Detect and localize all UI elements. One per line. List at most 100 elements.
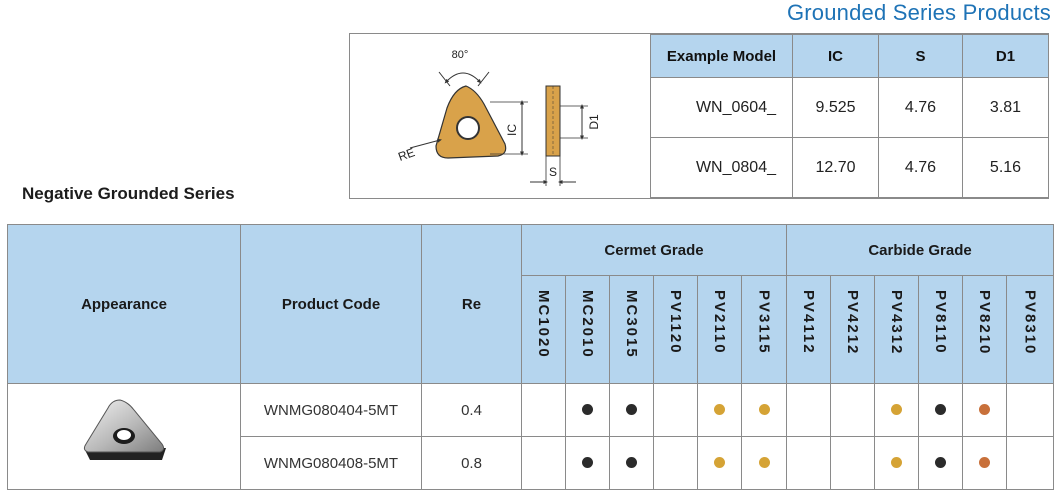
availability-dot-black: [935, 456, 946, 468]
availability-dot-gold: [758, 403, 770, 415]
example-header-row: Example Model IC S D1: [650, 34, 1049, 78]
grade-mark-cell: [918, 436, 963, 490]
header-s: S: [878, 34, 963, 78]
table-row: WN_0604_ 9.525 4.76 3.81: [650, 77, 1049, 138]
availability-dot-copper: [979, 403, 990, 415]
availability-dot-gold: [891, 403, 902, 415]
grade-label: PV8310: [1021, 290, 1039, 356]
table-row: WN_0804_ 12.70 4.76 5.16: [650, 137, 1049, 198]
grade-label: PV2110: [711, 290, 728, 355]
grade-header: MC2010: [565, 275, 610, 384]
grade-group-row: Appearance Product Code Re Cermet Grade …: [7, 224, 1055, 384]
header-ic: IC: [792, 34, 879, 78]
angle-label: 80°: [452, 49, 469, 61]
header-cermet-grade: Cermet Grade: [521, 224, 787, 276]
grade-mark-cell: [962, 436, 1007, 490]
ic-cell: 9.525: [792, 77, 879, 138]
grade-header: PV4112: [786, 275, 831, 384]
grade-mark-cell: [830, 383, 875, 437]
example-model-cell: WN_0604_: [650, 77, 793, 138]
header-d1: D1: [962, 34, 1049, 78]
grade-label: PV3115: [755, 290, 773, 355]
example-model-cell: WN_0804_: [650, 137, 793, 198]
grade-label: MC2010: [579, 290, 596, 359]
grade-mark-cell: [786, 383, 831, 437]
grade-mark-cell: [609, 383, 654, 437]
grade-header: PV8210: [962, 275, 1007, 384]
ic-label: IC: [505, 124, 519, 136]
grade-label: MC3015: [623, 290, 640, 359]
s-cell: 4.76: [878, 137, 963, 198]
grade-mark-cell: [1005, 436, 1055, 490]
grade-mark-cell: [1005, 383, 1055, 437]
re-cell: 0.4: [421, 383, 522, 437]
table-row: WNMG080404-5MT 0.4: [7, 383, 1055, 490]
availability-dot-black: [626, 456, 637, 468]
availability-dot-gold: [714, 403, 725, 415]
grade-label: PV4312: [888, 290, 905, 356]
grade-mark-cell: [609, 436, 654, 490]
header-re: Re: [421, 224, 522, 384]
grade-mark-cell: [962, 383, 1007, 437]
grade-mark-cell: [741, 383, 787, 437]
d1-cell: 3.81: [962, 77, 1049, 138]
grade-name-row: MC1020 MC2010 MC3015 PV1120 PV2110 PV311…: [8, 275, 1055, 384]
grade-mark-cell: [521, 436, 566, 490]
grade-label: PV8110: [932, 290, 949, 355]
grade-header: MC1020: [521, 275, 566, 384]
grade-mark-cell: [830, 436, 875, 490]
grade-label: MC1020: [535, 290, 552, 359]
re-cell: 0.8: [421, 436, 522, 490]
ic-cell: 12.70: [792, 137, 879, 198]
grade-mark-cell: [741, 436, 787, 490]
product-code-cell: WNMG080408-5MT: [240, 436, 422, 490]
availability-dot-gold: [758, 456, 770, 468]
header-appearance: Appearance: [7, 224, 241, 384]
availability-dot-gold: [891, 456, 902, 468]
availability-dot-black: [582, 403, 593, 415]
grade-mark-cell: [918, 383, 963, 437]
grade-label: PV4112: [800, 290, 817, 355]
grade-mark-cell: [565, 436, 610, 490]
grade-availability-table: Appearance Product Code Re Cermet Grade …: [7, 224, 1055, 490]
availability-dot-black: [626, 403, 637, 415]
angle-arc: [444, 72, 482, 84]
grade-header: PV4312: [874, 275, 919, 384]
example-model-table: Example Model IC S D1 WN_0604_ 9.525 4.7…: [650, 34, 1049, 198]
grade-mark-cell: [653, 436, 698, 490]
insert-hole: [456, 116, 480, 140]
grade-header: PV4212: [830, 275, 875, 384]
table-row: WNMG080408-5MT 0.8: [8, 436, 1055, 490]
grade-header: PV3115: [741, 275, 787, 384]
s-label: S: [549, 165, 557, 179]
section-heading: Negative Grounded Series: [22, 184, 235, 203]
header-example-model: Example Model: [650, 34, 793, 78]
grade-mark-cell: [653, 383, 698, 437]
example-model-panel: 80° RE IC D1 S Example Model IC: [349, 33, 1049, 199]
d1-cell: 5.16: [962, 137, 1049, 198]
grade-header: PV2110: [697, 275, 742, 384]
product-code-cell: WNMG080404-5MT: [240, 383, 422, 437]
appearance-cell: [7, 383, 241, 490]
grade-header: PV8110: [918, 275, 963, 384]
grade-label: PV8210: [976, 290, 993, 356]
grade-mark-cell: [874, 436, 919, 490]
grade-label: PV1120: [667, 290, 684, 355]
re-label: RE: [396, 145, 416, 164]
insert-dimension-diagram: 80° RE IC D1 S: [396, 49, 601, 186]
header-carbide-grade: Carbide Grade: [785, 224, 1055, 276]
grade-header: MC3015: [609, 275, 654, 384]
grade-header: PV1120: [653, 275, 698, 384]
grade-header: PV8310: [1005, 275, 1055, 384]
availability-dot-black: [935, 403, 946, 415]
grade-label: PV4212: [844, 290, 861, 356]
grade-mark-cell: [697, 383, 742, 437]
grade-mark-cell: [697, 436, 742, 490]
grade-mark-cell: [874, 383, 919, 437]
page-header-title: Grounded Series Products: [786, 0, 1051, 25]
grade-mark-cell: [786, 436, 831, 490]
availability-dot-gold: [714, 456, 725, 468]
grade-mark-cell: [521, 383, 566, 437]
header-product-code: Product Code: [240, 224, 422, 384]
s-cell: 4.76: [878, 77, 963, 138]
